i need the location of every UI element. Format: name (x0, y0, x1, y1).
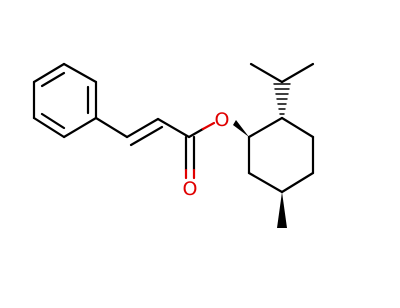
benzene-ring (32, 62, 98, 139)
carbonyl-oxygen-label: O (183, 178, 198, 200)
wedge-bond (277, 192, 287, 228)
ester-bond (187, 127, 205, 139)
bond (280, 171, 315, 194)
bond (32, 116, 66, 139)
bond (249, 62, 284, 84)
bond (247, 171, 284, 194)
aromatic-inner-bond (40, 71, 66, 88)
bond (280, 62, 315, 84)
bond (94, 116, 129, 139)
bond (62, 62, 98, 84)
alkene-double-bond (129, 125, 164, 147)
aromatic-inner-bond (40, 112, 66, 130)
ester-bond (201, 121, 216, 131)
cyclohexane-ring (247, 116, 315, 194)
alkene-double-bond (125, 117, 160, 139)
bond (32, 62, 66, 84)
bond (156, 117, 191, 139)
cinnamoyl-chain (94, 116, 216, 180)
bond (247, 116, 284, 139)
wedge-bond (233, 120, 249, 137)
bond (280, 116, 315, 139)
hashed-wedge-bond (273, 83, 291, 115)
bond (62, 116, 98, 139)
ester-oxygen-label: O (215, 109, 230, 131)
